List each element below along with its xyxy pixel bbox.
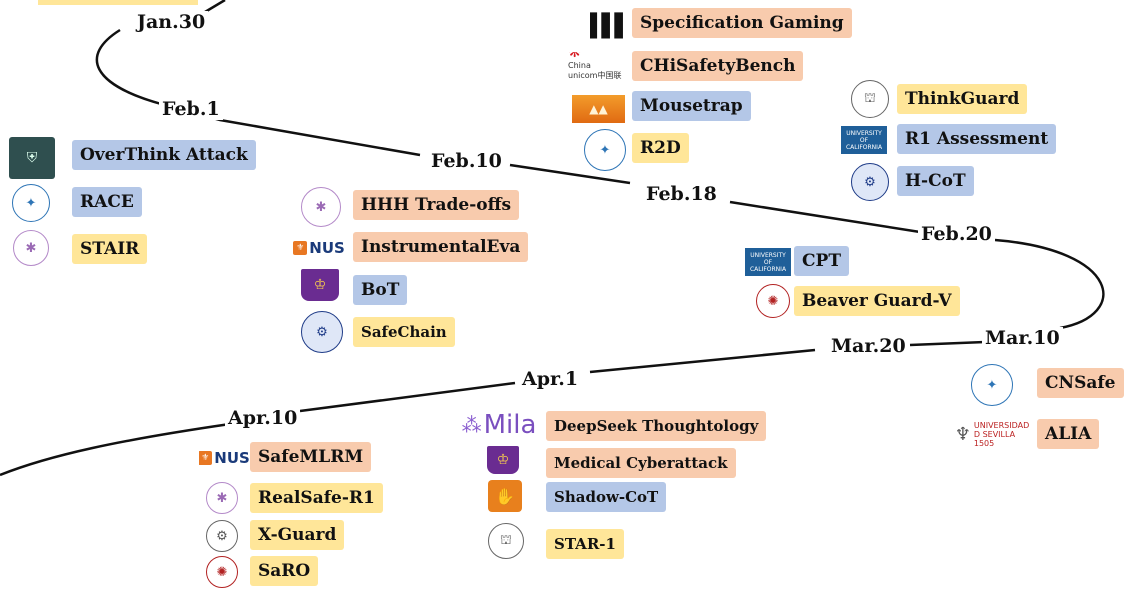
mila-logo-text: Mila bbox=[483, 410, 537, 440]
university-seal-icon: ✦ bbox=[584, 129, 626, 171]
university-seal-icon: ✺ bbox=[756, 284, 790, 318]
paper-tag: Mousetrap bbox=[632, 91, 751, 121]
nus-logo-icon: ⚜NUS bbox=[290, 234, 348, 262]
paper-tag: SafeMLRM bbox=[250, 442, 372, 472]
paper-tag: Specification Gaming bbox=[632, 8, 852, 38]
crest-logo-icon: ♔ bbox=[487, 446, 519, 474]
uc-text: UNIVERSITY bbox=[750, 251, 786, 259]
university-seal-icon: ⛫ bbox=[851, 80, 889, 118]
paper-tag: CNSafe bbox=[1037, 368, 1124, 398]
paper-tag: Shadow-CoT bbox=[546, 482, 667, 512]
date-feb-20: Feb.20 bbox=[918, 223, 995, 245]
paper-tag: R2D bbox=[632, 133, 689, 163]
university-seal-icon: ✺ bbox=[206, 556, 238, 588]
paper-tag: ALIA bbox=[1037, 419, 1100, 449]
uc-text: UNIVERSITY bbox=[846, 129, 882, 137]
nus-logo-text: NUS bbox=[214, 449, 249, 467]
uc-logo-icon: UNIVERSITY OF CALIFORNIA bbox=[745, 248, 791, 276]
university-seal-icon: ⚙ bbox=[301, 311, 343, 353]
date-mar-20: Mar.20 bbox=[828, 335, 909, 357]
paper-tag: SafeChain bbox=[353, 317, 455, 347]
university-seal-icon: ✱ bbox=[206, 482, 238, 514]
university-seal-icon: ✦ bbox=[12, 184, 50, 222]
unicom-text-cn: unicom中国联通 bbox=[568, 71, 622, 80]
uc-logo-icon: UNIVERSITY OF CALIFORNIA bbox=[841, 126, 887, 154]
paper-tag: RealSafe-R1 bbox=[250, 483, 383, 513]
paper-tag: RACE bbox=[72, 187, 142, 217]
uc-text: CALIFORNIA bbox=[845, 143, 883, 151]
knot-icon: ❋ bbox=[568, 52, 581, 61]
timeline-path bbox=[0, 0, 1105, 477]
bars-logo-icon: ▌▌▌▌▌ bbox=[590, 13, 626, 39]
date-feb-18: Feb.18 bbox=[643, 183, 720, 205]
sevilla-text: D SEVILLA bbox=[973, 429, 1016, 439]
paper-tag: HHH Trade-offs bbox=[353, 190, 520, 220]
university-seal-icon: ✦ bbox=[971, 364, 1013, 406]
date-apr-1: Apr.1 bbox=[519, 368, 582, 390]
sevilla-logo-icon: ♆ UNIVERSIDAD D SEVILLA 1505 bbox=[953, 416, 1031, 452]
paper-tag: H-CoT bbox=[897, 166, 974, 196]
paper-tag: DeepSeek Thoughtology bbox=[546, 411, 767, 441]
date-jan-30: Jan.30 bbox=[134, 11, 209, 33]
cropped-paper-tag bbox=[38, 0, 198, 5]
sevilla-text: 1505 bbox=[973, 438, 995, 448]
university-seal-icon: ✱ bbox=[301, 187, 341, 227]
university-seal-icon: ⛫ bbox=[488, 523, 524, 559]
paper-tag: SaRO bbox=[250, 556, 319, 586]
university-seal-icon: ⚙ bbox=[851, 163, 889, 201]
china-unicom-logo-icon: ❋ China unicom中国联通 bbox=[568, 52, 628, 82]
university-seal-icon: ✱ bbox=[13, 230, 49, 266]
hand-shield-logo-icon: ✋ bbox=[488, 480, 522, 512]
saint-icon: ♆ bbox=[954, 423, 971, 445]
paper-tag: STAIR bbox=[72, 234, 148, 264]
uc-text: CALIFORNIA bbox=[749, 265, 787, 273]
nus-logo-text: NUS bbox=[309, 239, 345, 257]
paper-tag: OverThink Attack bbox=[72, 140, 256, 170]
mila-logo-icon: ⁂Mila bbox=[461, 410, 537, 440]
paper-tag: X-Guard bbox=[250, 520, 345, 550]
unicom-text: China bbox=[568, 61, 591, 70]
paper-tag: CHiSafetyBench bbox=[632, 51, 804, 81]
paper-tag: InstrumentalEva bbox=[353, 232, 529, 262]
date-feb-1: Feb.1 bbox=[159, 98, 223, 120]
date-mar-10: Mar.10 bbox=[982, 327, 1063, 349]
paper-tag: Beaver Guard-V bbox=[794, 286, 960, 316]
date-feb-10: Feb.10 bbox=[428, 150, 505, 172]
paper-tag: BoT bbox=[353, 275, 408, 305]
paper-tag: STAR-1 bbox=[546, 529, 624, 559]
shield-logo-icon: ⛨ bbox=[9, 137, 55, 179]
crest-logo-icon: ♔ bbox=[301, 269, 339, 301]
paper-tag: Medical Cyberattack bbox=[546, 448, 736, 478]
sevilla-text: UNIVERSIDAD bbox=[973, 420, 1030, 430]
paper-tag: CPT bbox=[794, 246, 849, 276]
paper-tag: R1 Assessment bbox=[897, 124, 1057, 154]
uc-text: OF bbox=[859, 136, 869, 144]
uc-text: OF bbox=[763, 258, 773, 266]
mountain-logo-icon: ▲▲ bbox=[572, 95, 625, 123]
nus-logo-icon: ⚜NUS bbox=[199, 446, 249, 470]
paper-tag: ThinkGuard bbox=[897, 84, 1028, 114]
date-apr-10: Apr.10 bbox=[225, 407, 301, 429]
university-seal-icon: ⚙ bbox=[206, 520, 238, 552]
